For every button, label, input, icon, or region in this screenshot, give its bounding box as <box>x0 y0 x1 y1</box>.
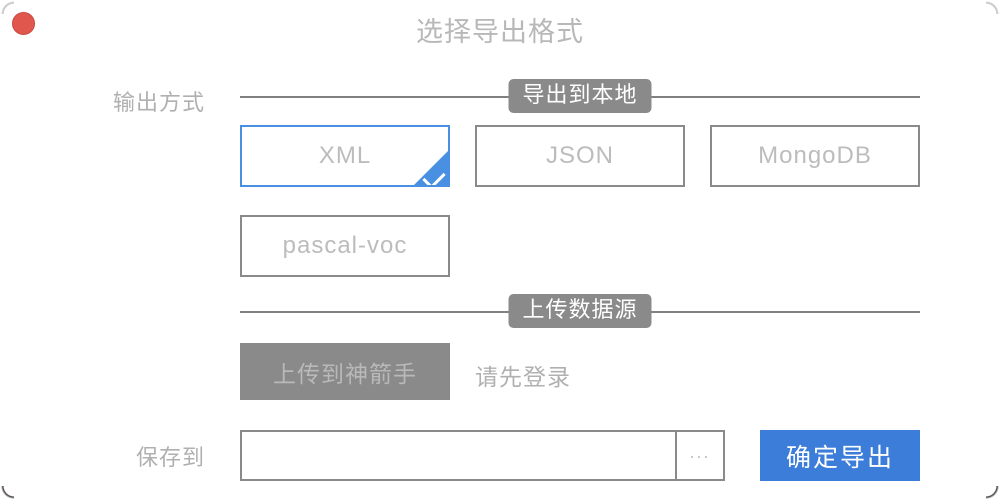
format-option-pascal-voc[interactable]: pascal-voc <box>240 215 450 277</box>
close-circle-icon[interactable] <box>12 12 35 35</box>
window-corner-bottom-right <box>986 486 1000 500</box>
output-method-label: 输出方式 <box>112 90 205 115</box>
save-path-group: ... <box>240 430 725 481</box>
format-option-xml[interactable]: XML <box>240 125 450 187</box>
format-option-pascal-voc-label: pascal-voc <box>282 232 408 259</box>
save-to-label: 保存到 <box>135 445 205 470</box>
format-option-json[interactable]: JSON <box>475 125 685 187</box>
format-option-json-label: JSON <box>545 142 614 169</box>
format-option-mongodb-label: MongoDB <box>758 142 872 169</box>
window-corner-bottom-left <box>0 486 14 500</box>
login-required-hint: 请先登录 <box>475 364 571 390</box>
upload-to-shenjianshou-button[interactable]: 上传到神箭手 <box>240 343 450 400</box>
confirm-export-button[interactable]: 确定导出 <box>760 430 920 481</box>
browse-button[interactable]: ... <box>675 432 723 479</box>
selected-corner-triangle <box>414 151 448 185</box>
badge-upload-source: 上传数据源 <box>508 294 652 328</box>
dialog-title: 选择导出格式 <box>416 17 584 47</box>
format-option-mongodb[interactable]: MongoDB <box>710 125 920 187</box>
badge-export-local: 导出到本地 <box>508 79 652 113</box>
save-path-input[interactable] <box>242 432 675 479</box>
format-option-xml-label: XML <box>318 142 372 169</box>
